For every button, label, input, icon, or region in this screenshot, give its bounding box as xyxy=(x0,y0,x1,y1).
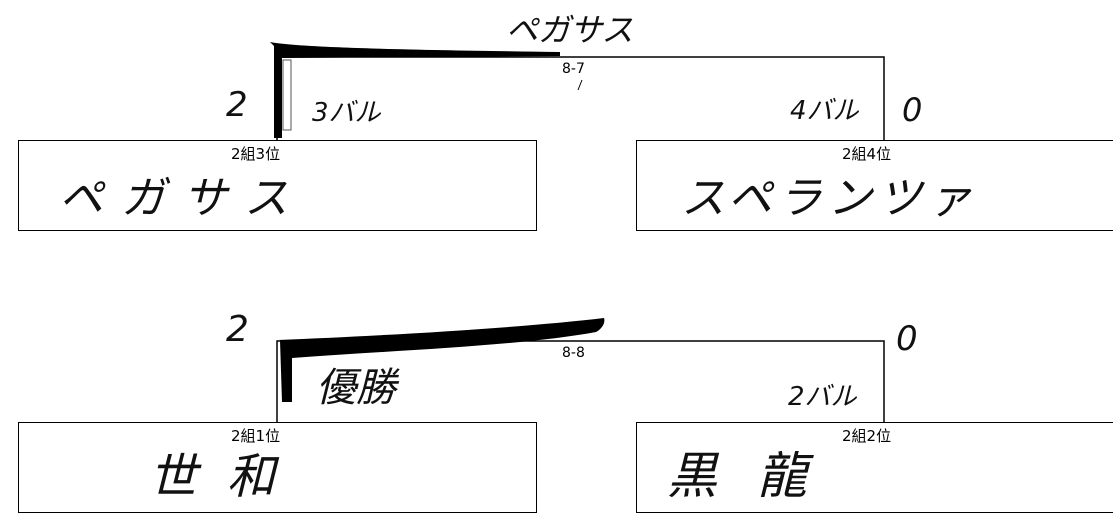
pen-mark xyxy=(577,79,583,91)
team-box-kokuryu: 2組2位 黒龍 xyxy=(636,422,1113,513)
team-name: 世和 xyxy=(149,449,306,505)
score-right-8-8: 0 xyxy=(896,319,918,359)
note-right-8-8: 2バル xyxy=(788,382,857,412)
score-left-8-7: 2 xyxy=(226,85,248,125)
note-right-8-7: 4バル xyxy=(790,96,859,126)
winner-note-8-7: ペガサス xyxy=(506,11,634,49)
team-box-speranza: 2組4位 スペランツァ xyxy=(636,140,1113,231)
team-seed: 2組2位 xyxy=(842,427,892,445)
team-name: スペランツァ xyxy=(681,173,978,224)
team-name: ペガサス xyxy=(59,173,307,224)
winner-note-8-8: 優勝 xyxy=(316,365,396,411)
match-code-8-8: 8-8 xyxy=(562,345,585,361)
team-seed: 2組3位 xyxy=(231,145,281,163)
team-name: 黒龍 xyxy=(667,447,847,505)
team-seed: 2組1位 xyxy=(231,427,281,445)
score-right-8-7: 0 xyxy=(902,91,923,129)
score-left-8-8: 2 xyxy=(226,309,249,350)
team-box-sewa: 2組1位 世和 xyxy=(18,422,537,513)
winner-stroke-inner-8-7 xyxy=(282,59,292,131)
note-left-8-7: 3バル xyxy=(312,98,381,128)
match-code-8-7: 8-7 xyxy=(562,61,585,77)
team-seed: 2組4位 xyxy=(842,145,892,163)
team-box-pegasus: 2組3位 ペガサス xyxy=(18,140,537,231)
